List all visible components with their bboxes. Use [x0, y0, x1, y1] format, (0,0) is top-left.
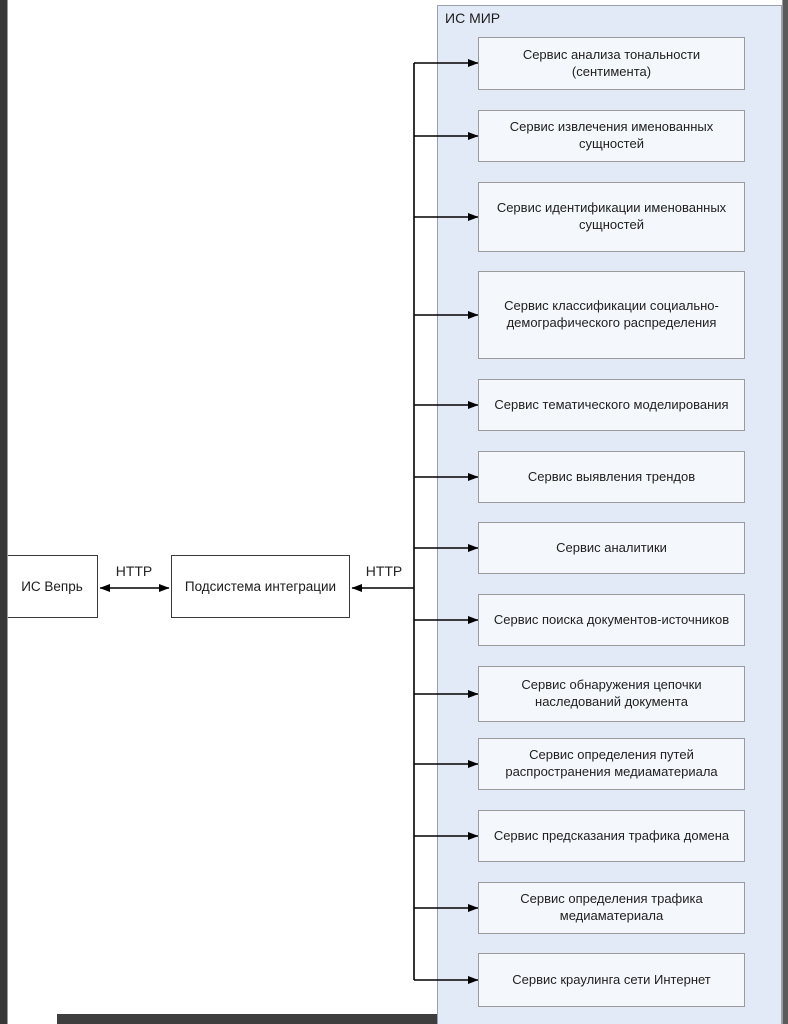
service-analytics: Сервис аналитики — [478, 522, 745, 574]
window-left-border — [0, 0, 8, 1024]
service-ner-extraction: Сервис извлечения именованных сущностей — [478, 110, 745, 162]
node-vepr: ИС Вепрь — [6, 555, 98, 618]
mir-container-title: ИС МИР — [445, 10, 501, 26]
service-source-search: Сервис поиска документов-источников — [478, 594, 745, 646]
page-bottom-shadow — [57, 1014, 437, 1024]
service-trend-detection: Сервис выявления трендов — [478, 451, 745, 503]
service-inheritance-chain: Сервис обнаружения цепочки наследований … — [478, 666, 745, 722]
service-domain-traffic-prediction: Сервис предсказания трафика домена — [478, 810, 745, 862]
service-socio-demographic: Сервис классификации социально-демографи… — [478, 271, 745, 359]
service-sentiment: Сервис анализа тональности (сентимента) — [478, 37, 745, 90]
node-integration-label: Подсистема интеграции — [184, 579, 337, 594]
protocol-label-left: HTTP — [115, 563, 153, 579]
window-right-border — [782, 0, 788, 1024]
node-vepr-label: ИС Вепрь — [21, 579, 83, 594]
service-topic-modeling: Сервис тематического моделирования — [478, 379, 745, 431]
service-distribution-paths: Сервис определения путей распространения… — [478, 738, 745, 790]
service-web-crawling: Сервис краулинга сети Интернет — [478, 953, 745, 1007]
protocol-label-right: HTTP — [365, 563, 403, 579]
service-media-traffic: Сервис определения трафика медиаматериал… — [478, 882, 745, 934]
node-integration: Подсистема интеграции — [171, 555, 350, 618]
service-ner-identification: Сервис идентификации именованных сущност… — [478, 182, 745, 252]
